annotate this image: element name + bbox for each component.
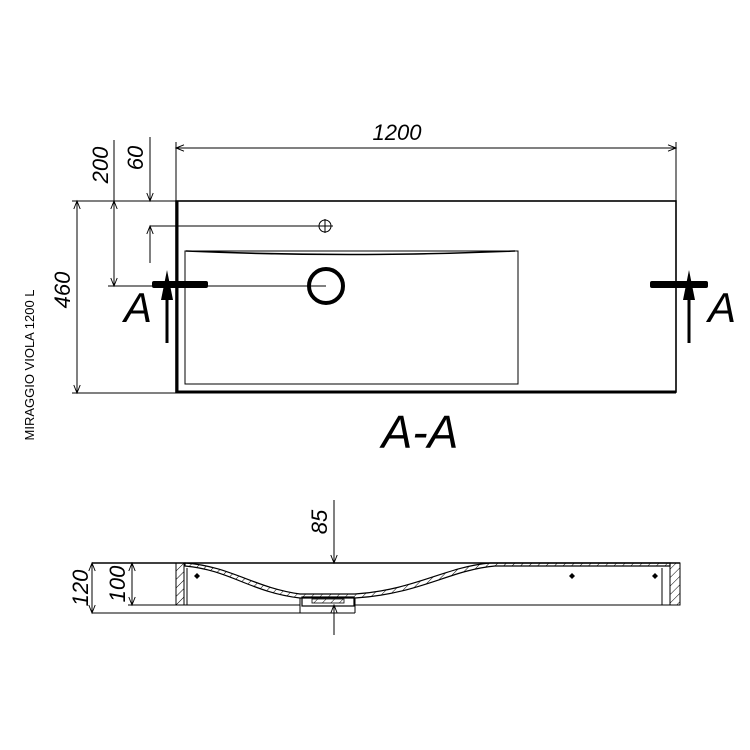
drain-dimension: 85 <box>307 509 332 534</box>
drain-offset-dimension: 200 <box>88 146 113 184</box>
tap-offset-dimension: 60 <box>123 145 148 170</box>
section-mark-left: A <box>121 270 208 343</box>
tap-hole-icon <box>150 219 333 233</box>
total-height-dimension: 120 <box>68 569 93 606</box>
depth-dimension: 460 <box>50 271 75 308</box>
basin-outline <box>175 200 677 393</box>
top-view: 1200 460 200 60 A A <box>50 120 736 395</box>
section-view: 85 120 100 <box>68 500 681 635</box>
section-title: A-A <box>379 406 459 458</box>
model-label: MIRAGGIO VIOLA 1200 L <box>22 289 37 440</box>
svg-text:A: A <box>121 284 152 331</box>
width-dimension: 1200 <box>373 120 423 145</box>
svg-text:A: A <box>705 284 736 331</box>
section-mark-right: A <box>650 270 736 343</box>
rim-height-dimension: 100 <box>105 565 130 602</box>
bowl-outline <box>184 250 519 385</box>
